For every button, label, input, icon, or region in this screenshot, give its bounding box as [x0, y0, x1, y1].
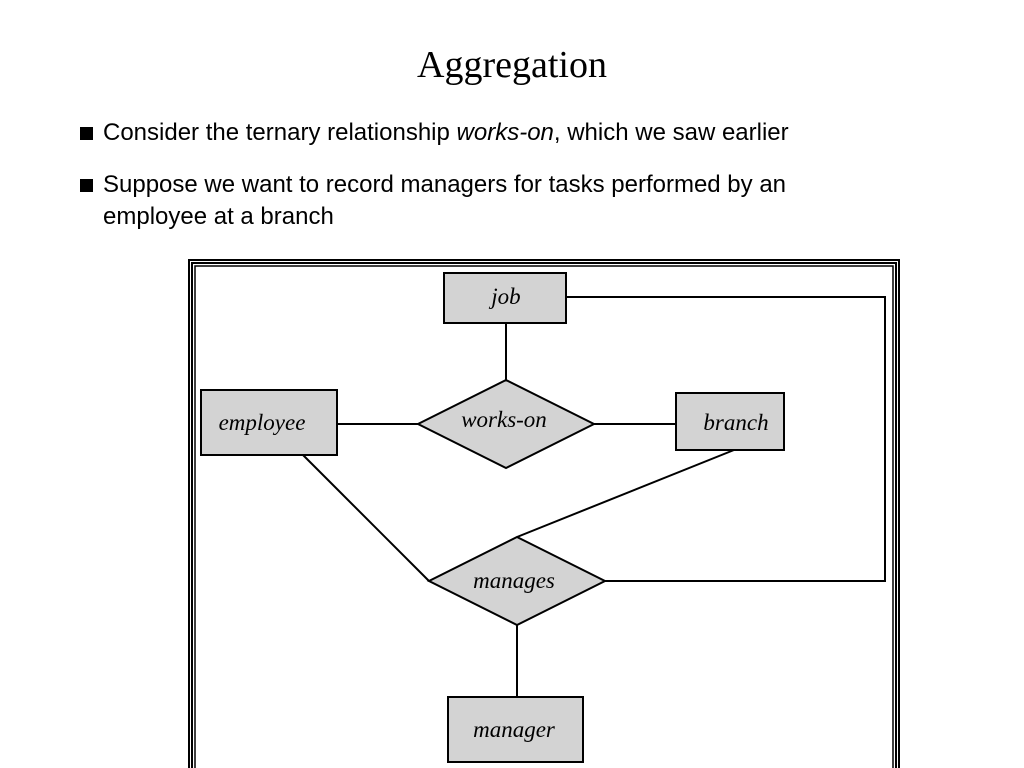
diagram-frame-outer	[188, 259, 900, 768]
bullet-text-1: Consider the ternary relationship works-…	[103, 117, 960, 149]
entity-job: job	[443, 272, 567, 324]
square-bullet-icon	[80, 127, 93, 140]
diagram-frame-middle	[191, 262, 897, 768]
square-bullet-icon	[80, 179, 93, 192]
bullet-1-suffix: , which we saw earlier	[553, 119, 789, 146]
bullet-2-line-1: Suppose we want to record managers for t…	[103, 171, 787, 198]
entity-job-label: job	[488, 284, 520, 309]
bullet-text-2: Suppose we want to record managers for t…	[103, 169, 960, 233]
bullet-item-1: Consider the ternary relationship works-…	[80, 117, 960, 149]
diagram-frame-inner	[194, 265, 894, 768]
bullet-2-line-2: employee at a branch	[103, 203, 334, 230]
entity-manager: manager	[447, 696, 584, 763]
entity-branch: branch	[675, 392, 785, 451]
entity-employee: employee	[200, 389, 338, 456]
bullet-1-emphasis: works-on	[456, 119, 554, 146]
bullet-item-2: Suppose we want to record managers for t…	[80, 169, 960, 233]
bullet-1-prefix: Consider the ternary relationship	[103, 119, 457, 146]
relationship-manages: manages	[426, 535, 608, 627]
line-job-manages	[566, 296, 886, 582]
entity-employee-label: employee	[219, 410, 306, 435]
relationship-works-on: works-on	[415, 378, 597, 470]
line-branch-manages	[516, 449, 735, 538]
relationship-manages-label: manages	[473, 568, 555, 593]
relationship-works-on-label: works-on	[461, 407, 547, 432]
entity-manager-label: manager	[473, 717, 556, 742]
line-employee-manages	[302, 454, 430, 582]
entity-branch-label: branch	[703, 410, 768, 435]
slide-title: Aggregation	[417, 44, 607, 86]
